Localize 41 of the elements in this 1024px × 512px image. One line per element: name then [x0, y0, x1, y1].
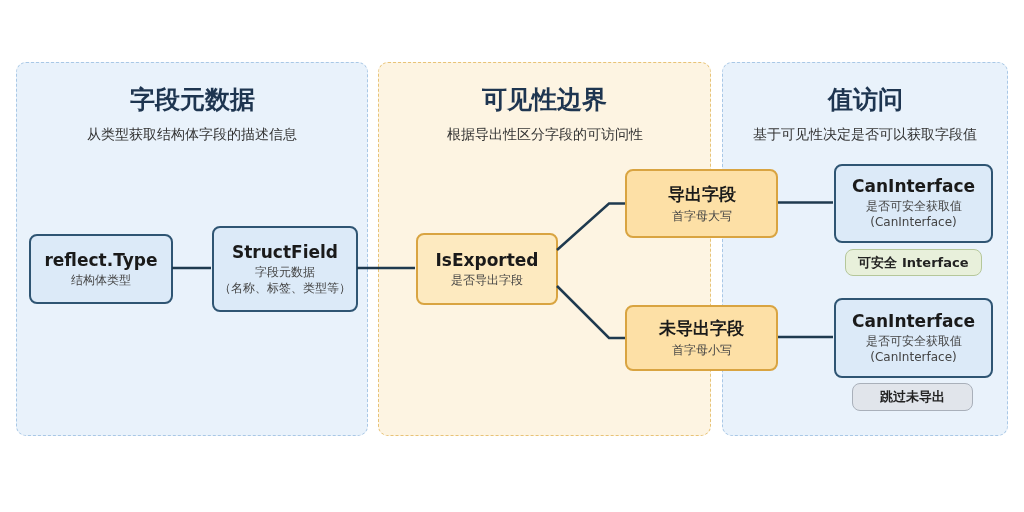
connector-line — [778, 335, 833, 339]
node-description: 结构体类型 — [71, 272, 131, 289]
badge-label: 可安全 Interface — [858, 253, 969, 272]
badge-label: 跳过未导出 — [880, 388, 945, 406]
process-box — [625, 305, 778, 371]
section-title: 可见性边界 — [482, 84, 607, 116]
process-box — [625, 169, 778, 238]
node-description: （名称、标签、类型等） — [219, 280, 351, 297]
process-box — [212, 226, 358, 312]
connector-line — [357, 266, 415, 270]
process-box — [416, 233, 558, 305]
node-title: reflect.Type — [44, 249, 158, 270]
node-description: 首字母大写 — [671, 208, 732, 225]
section-subtitle: 基于可见性决定是否可以获取字段值 — [753, 126, 977, 144]
node-description: 是否可安全获取值 — [865, 199, 962, 215]
node-description: (CanInterface) — [870, 349, 957, 366]
node-title: 未导出字段 — [659, 317, 744, 341]
connector-line — [556, 202, 625, 251]
process-box — [834, 298, 993, 378]
node-description: 是否可安全获取值 — [865, 333, 962, 350]
section-title: 值访问 — [827, 84, 903, 116]
section-subtitle: 根据导出性区分字段的可访问性 — [446, 126, 643, 144]
node-title: CanInterface — [852, 176, 975, 197]
node-title: CanInterface — [852, 310, 975, 331]
node-description: 首字母小写 — [671, 343, 732, 359]
section-panel — [16, 62, 368, 436]
status-badge — [852, 383, 973, 411]
connector-line — [778, 201, 833, 204]
process-box — [834, 164, 993, 243]
node-description: 字段元数据 — [255, 264, 315, 281]
process-box — [29, 234, 173, 304]
connector-line — [172, 266, 211, 270]
node-title: IsExported — [435, 249, 539, 270]
connector-line — [556, 285, 625, 340]
node-description: (CanInterface) — [870, 215, 957, 231]
node-title: StructField — [232, 241, 338, 262]
status-badge — [845, 249, 982, 276]
node-description: 是否导出字段 — [451, 272, 523, 289]
section-subtitle: 从类型获取结构体字段的描述信息 — [87, 126, 297, 144]
section-title: 字段元数据 — [129, 84, 255, 116]
node-title: 导出字段 — [667, 182, 736, 206]
